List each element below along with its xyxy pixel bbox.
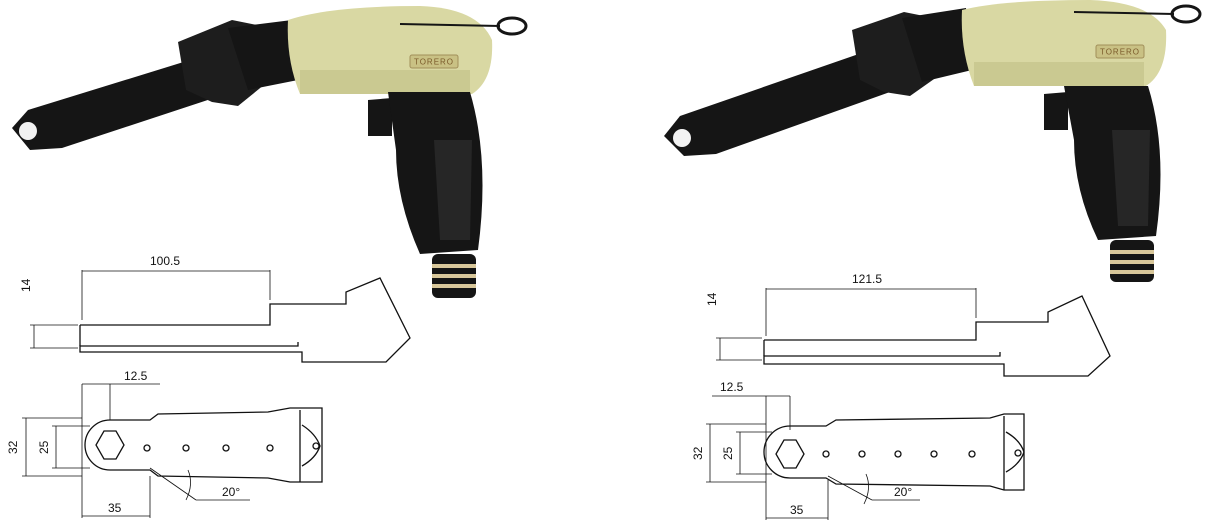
outer-width-label: 32	[691, 446, 705, 460]
trigger	[368, 98, 392, 136]
brand-plate	[1095, 44, 1145, 59]
offset-label: 35	[108, 501, 122, 515]
hanger-loop	[496, 16, 528, 36]
inner-width-label: 25	[721, 446, 735, 460]
nose-cone	[228, 20, 298, 90]
nose-cone	[902, 8, 972, 82]
brand-label: TORERO	[1100, 48, 1140, 57]
hanger-loop	[1170, 4, 1202, 24]
offset-label: 35	[790, 503, 804, 517]
hex-socket	[95, 430, 125, 460]
tool-arm	[664, 48, 918, 156]
angle-arc	[185, 469, 191, 501]
hex-size-label: 12.5	[720, 380, 744, 394]
housing	[287, 6, 493, 94]
hex-socket	[775, 439, 805, 469]
angle-arc	[863, 473, 869, 505]
housing	[961, 0, 1167, 86]
outer-width-label: 32	[6, 440, 20, 454]
height-label: 14	[19, 278, 33, 292]
arm-profile	[763, 295, 1111, 377]
brand-label: TORERO	[414, 58, 454, 67]
tool-photo-right: TORERO	[664, 0, 1202, 282]
tool-photo-left: TORERO	[12, 6, 528, 298]
length-label: 100.5	[150, 254, 180, 268]
height-label: 14	[705, 292, 719, 306]
side-view-right	[716, 288, 1111, 377]
angle-label: 20°	[894, 485, 912, 499]
top-view-right	[706, 395, 1025, 520]
length-label: 121.5	[852, 272, 882, 286]
arm-hole	[19, 122, 37, 140]
arm-outline	[84, 407, 323, 483]
trigger	[1044, 92, 1068, 130]
inner-width-label: 25	[37, 440, 51, 454]
arm-hole	[673, 129, 691, 147]
arm-profile	[79, 277, 411, 363]
brand-plate	[409, 54, 459, 69]
side-view-left	[30, 270, 411, 363]
tool-arm	[12, 60, 232, 150]
hex-size-label: 12.5	[124, 369, 148, 383]
angle-label: 20°	[222, 485, 240, 499]
top-view-left	[22, 383, 323, 518]
